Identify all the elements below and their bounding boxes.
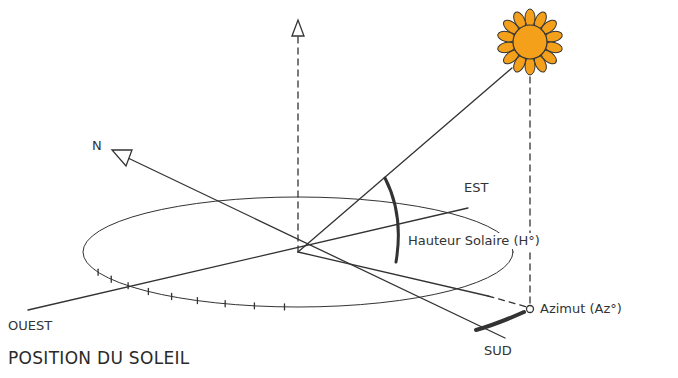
horizon-tick — [284, 304, 285, 310]
caption: POSITION DU SOLEIL — [8, 348, 190, 368]
horizon-tick — [148, 288, 149, 294]
horizon-tick — [197, 298, 198, 304]
north-label: N — [90, 138, 104, 154]
horizon-tick — [111, 276, 112, 282]
azimuth-point — [527, 306, 534, 313]
horizon-ticks — [98, 269, 284, 310]
zenith-arrowhead — [292, 20, 304, 36]
sun-petal — [525, 57, 535, 75]
azimuth-line-dashed — [488, 296, 527, 307]
azimuth-arc — [476, 312, 524, 330]
south-label: SUD — [482, 343, 514, 359]
horizon-tick — [127, 283, 128, 289]
azimuth-label: Azimut (Az°) — [538, 301, 624, 317]
west-label: OUEST — [6, 318, 54, 334]
east-label: EST — [462, 180, 490, 196]
sun-icon — [497, 9, 564, 75]
horizon-tick — [254, 303, 255, 309]
horizon-tick — [97, 269, 98, 275]
zenith-axis — [297, 32, 298, 252]
west-east-line — [28, 208, 468, 310]
horizon-tick — [171, 293, 172, 299]
height-arc — [385, 178, 398, 262]
solar-height-label: Hauteur Solaire (H°) — [406, 233, 542, 249]
sun-projection — [529, 66, 530, 308]
horizon-tick — [225, 301, 226, 307]
sun-petal — [525, 9, 535, 27]
azimuth-line — [298, 252, 488, 296]
sun-ray — [298, 68, 512, 252]
north-arrowhead — [112, 150, 132, 166]
